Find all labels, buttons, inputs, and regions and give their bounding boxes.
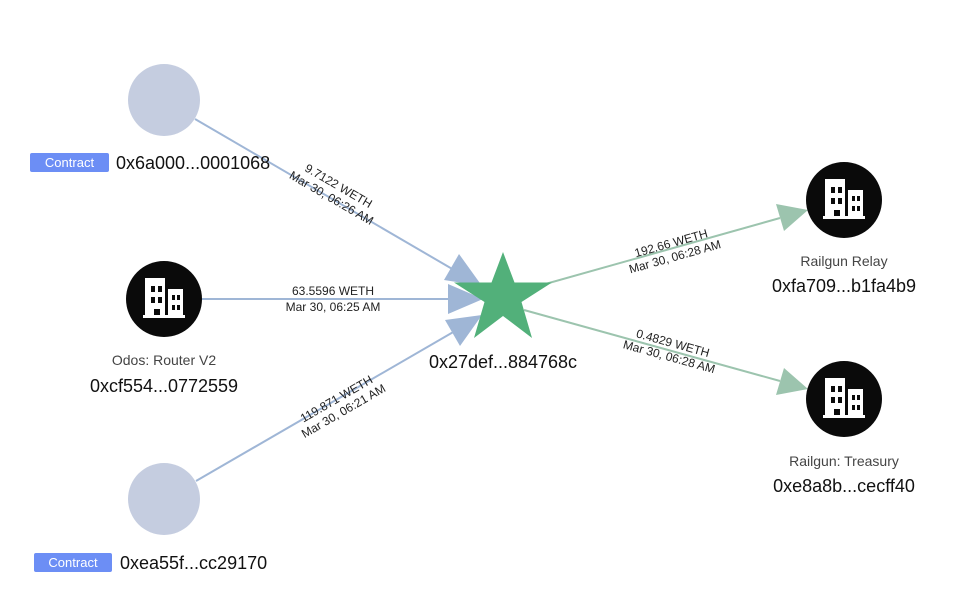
edge-odos-in[interactable]: 63.5596 WETH Mar 30, 06:25 AM	[202, 284, 483, 314]
arrowhead-icon	[776, 204, 808, 231]
node-name: Odos: Router V2	[112, 352, 216, 368]
node-contract-bottom[interactable]: Contract 0xea55f...cc29170	[34, 463, 267, 573]
contract-badge-label: Contract	[48, 555, 98, 570]
contract-badge	[30, 153, 109, 172]
contract-node-circle	[128, 463, 200, 535]
node-address: 0xe8a8b...cecff40	[773, 476, 915, 496]
node-address: 0xea55f...cc29170	[120, 553, 267, 573]
edge-top-in[interactable]: 9.7122 WETH Mar 30, 06:26 AM	[194, 118, 482, 286]
node-railgun-relay[interactable]: Railgun Relay 0xfa709...b1fa4b9	[772, 162, 916, 296]
node-name: Railgun: Treasury	[789, 453, 899, 469]
node-name: Railgun Relay	[800, 253, 887, 269]
node-contract-top[interactable]: Contract 0x6a000...0001068	[30, 64, 270, 173]
arrowhead-icon	[445, 315, 482, 346]
contract-node-circle	[128, 64, 200, 136]
arrowhead-icon	[444, 254, 482, 286]
arrowhead-icon	[776, 368, 808, 395]
edge-amount: 63.5596 WETH	[292, 284, 374, 298]
node-address: 0xfa709...b1fa4b9	[772, 276, 916, 296]
node-railgun-treasury[interactable]: Railgun: Treasury 0xe8a8b...cecff40	[773, 361, 915, 496]
edge-bottom-in[interactable]: 119.871 WETH Mar 30, 06:21 AM	[195, 315, 482, 482]
center-address: 0x27def...884768c	[429, 352, 577, 372]
star-icon	[454, 252, 552, 338]
contract-badge-label: Contract	[45, 155, 95, 170]
contract-badge	[34, 553, 112, 572]
node-address: 0xcf554...0772559	[90, 376, 238, 396]
node-odos-router[interactable]: Odos: Router V2 0xcf554...0772559	[90, 261, 238, 396]
node-address: 0x6a000...0001068	[116, 153, 270, 173]
center-node[interactable]: 0x27def...884768c	[429, 252, 577, 372]
edge-time: Mar 30, 06:25 AM	[286, 300, 381, 314]
edge-relay-out[interactable]: 192.66 WETH Mar 30, 06:28 AM	[523, 204, 808, 291]
arrowhead-icon	[448, 284, 483, 314]
